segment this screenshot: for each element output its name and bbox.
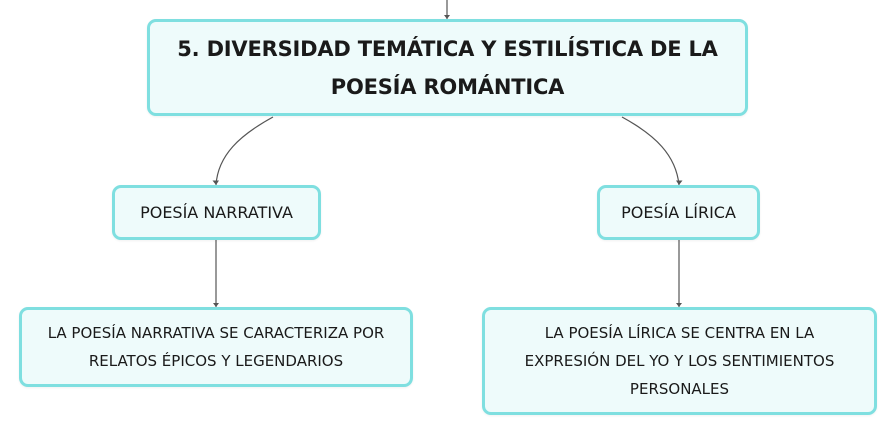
branch-label-poesia-lirica: POESÍA LÍRICA [621, 202, 736, 222]
branch-label-poesia-narrativa: POESÍA NARRATIVA [140, 202, 293, 222]
main-topic-text: 5. DIVERSIDAD TEMÁTICA Y ESTILÍSTICA DE … [177, 30, 718, 106]
branch-node-poesia-lirica[interactable]: POESÍA LÍRICA [597, 185, 760, 240]
branch-node-poesia-narrativa[interactable]: POESÍA NARRATIVA [112, 185, 321, 240]
narrativa-description-line-1: LA POESÍA NARRATIVA SE CARACTERIZA POR [47, 324, 385, 342]
main-topic-line-1: 5. DIVERSIDAD TEMÁTICA Y ESTILÍSTICA DE … [177, 36, 718, 61]
main-topic-node[interactable]: 5. DIVERSIDAD TEMÁTICA Y ESTILÍSTICA DE … [147, 19, 748, 116]
lirica-description-line-1: LA POESÍA LÍRICA SE CENTRA EN LA [544, 324, 815, 342]
connector-main-to-narrativa [215, 116, 274, 186]
leaf-node-lirica-description[interactable]: LA POESÍA LÍRICA SE CENTRA EN LA EXPRESI… [482, 307, 877, 415]
lirica-description-line-2: EXPRESIÓN DEL YO Y LOS SENTIMIENTOS [524, 352, 835, 370]
narrativa-description-text: LA POESÍA NARRATIVA SE CARACTERIZA POR R… [48, 319, 385, 375]
connector-main-to-lirica [621, 116, 680, 186]
leaf-node-narrativa-description[interactable]: LA POESÍA NARRATIVA SE CARACTERIZA POR R… [19, 307, 413, 387]
main-topic-line-2: POESÍA ROMÁNTICA [330, 74, 565, 99]
lirica-description-text: LA POESÍA LÍRICA SE CENTRA EN LA EXPRESI… [525, 319, 835, 403]
lirica-description-line-3: PERSONALES [629, 380, 730, 398]
narrativa-description-line-2: RELATOS ÉPICOS Y LEGENDARIOS [88, 352, 344, 370]
